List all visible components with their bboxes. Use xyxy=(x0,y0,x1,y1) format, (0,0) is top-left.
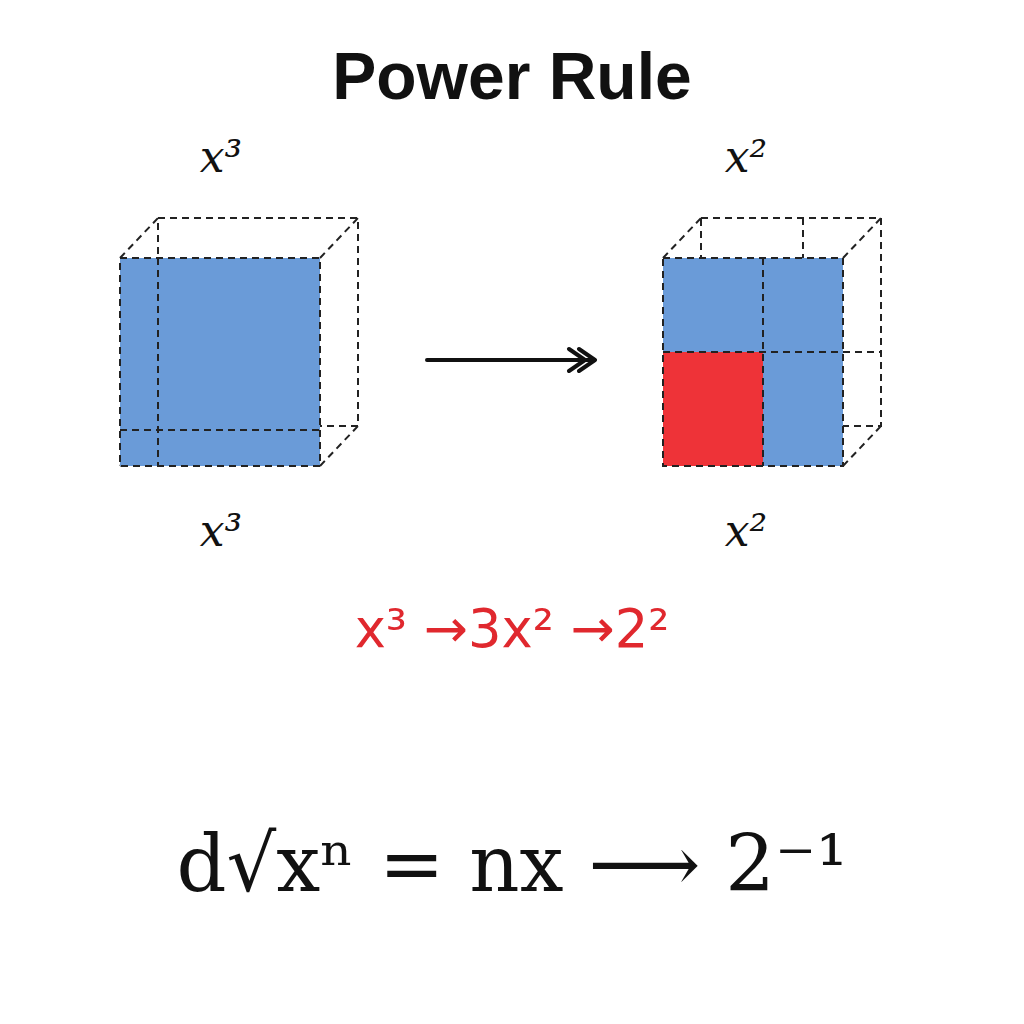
arrow-connector xyxy=(427,349,595,371)
cube-node: x²x² xyxy=(650,125,892,565)
bottom-label: x³ xyxy=(110,507,332,555)
diagram-title: Power Rule xyxy=(0,38,1024,114)
bottom-label: x² xyxy=(640,507,852,555)
cube-node: x³ x³ xyxy=(110,125,372,565)
top-label: x² xyxy=(640,133,852,181)
power-rule-formula: d√xⁿ = nx ⟶ 2⁻¹ xyxy=(0,818,1024,909)
derivative-chain: x³ →3x² →2² xyxy=(0,598,1024,659)
top-label: x³ xyxy=(110,133,332,181)
arrow-line xyxy=(427,349,595,371)
